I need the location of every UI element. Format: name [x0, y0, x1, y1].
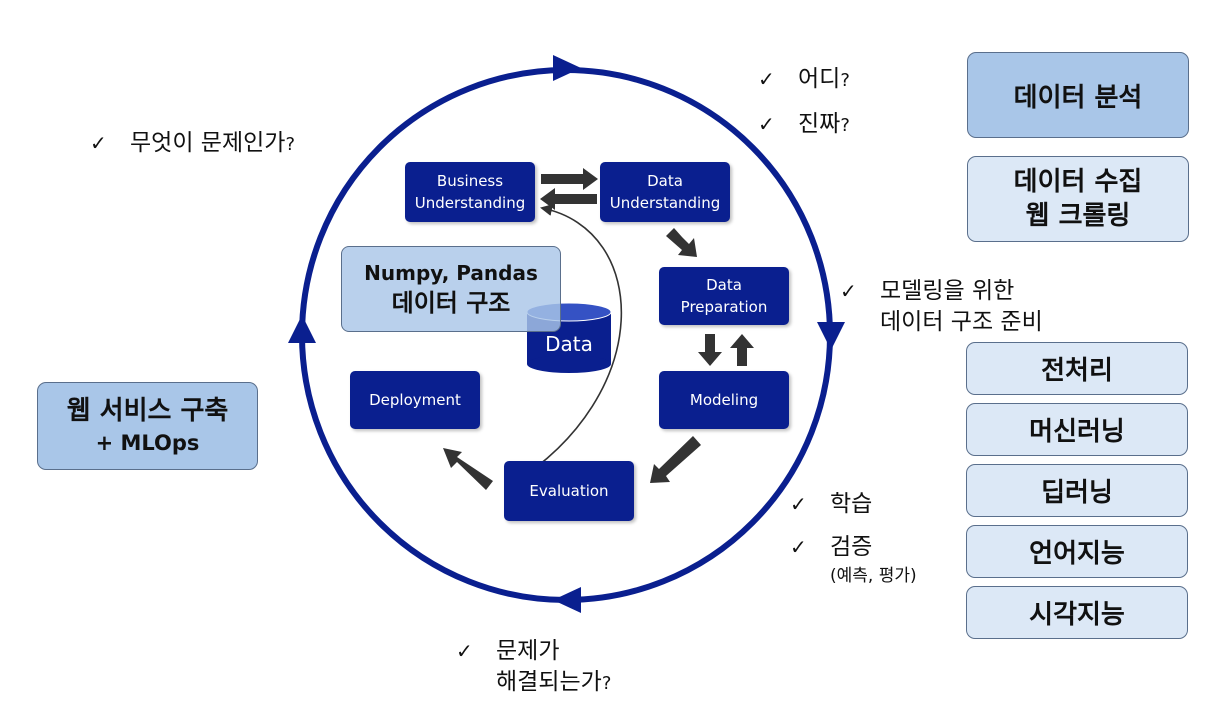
panel-label: 머신러닝 [1029, 417, 1125, 447]
node-data-preparation[interactable]: Data Preparation [659, 267, 789, 325]
note-preparation: ✓ 모델링을 위한 데이터 구조 준비 [840, 276, 1043, 338]
ring-arrowhead-bottom [553, 587, 581, 613]
note-text: 모델링을 위한 [880, 278, 1015, 304]
panel-label: 웹 크롤링 [1025, 201, 1131, 231]
arrow-business-to-data [541, 168, 598, 190]
ring-arrowhead-left [288, 315, 316, 343]
ring-arrowhead-right [817, 322, 845, 350]
ring-arrowhead-top [553, 55, 581, 81]
note-question-mark: ? [601, 673, 612, 694]
panel-machine-learning[interactable]: 머신러닝 [966, 403, 1188, 456]
note-text: 검증 [830, 534, 873, 560]
node-label-line: Data [706, 276, 742, 294]
panel-web-service[interactable]: 웹 서비스 구축 + MLOps [37, 382, 258, 470]
node-modeling[interactable]: Modeling [659, 371, 789, 429]
arrow-modeling-to-evaluation [650, 436, 701, 483]
node-data-understanding[interactable]: Data Understanding [600, 162, 730, 222]
data-store-label: Data [545, 332, 593, 356]
note-real: ✓ 진짜? [758, 109, 850, 141]
panel-label: 데이터 수집 [1013, 167, 1143, 197]
node-business-understanding[interactable]: Business Understanding [405, 162, 535, 222]
check-icon: ✓ [790, 535, 807, 559]
panel-label: 데이터 분석 [1013, 82, 1143, 113]
note-where: ✓ 어디? [758, 64, 850, 96]
library-line-2: 데이터 구조 [391, 289, 511, 317]
panel-language-intelligence[interactable]: 언어지능 [966, 525, 1188, 578]
panel-data-analysis[interactable]: 데이터 분석 [967, 52, 1189, 138]
panel-label: 시각지능 [1029, 600, 1125, 630]
return-curve-arrow [511, 204, 623, 485]
node-label-line: Modeling [689, 391, 759, 409]
check-icon: ✓ [90, 131, 107, 155]
note-question-mark: ? [285, 134, 295, 155]
note-question-mark: ? [840, 115, 850, 136]
node-label-line: Data [647, 172, 683, 190]
note-problem: ✓ 무엇이 문제인가? [90, 128, 295, 160]
arrow-modeling-to-preparation [730, 334, 754, 366]
note-text: 학습 [830, 491, 873, 517]
panel-preprocessing[interactable]: 전처리 [966, 342, 1188, 395]
node-label-line: Deployment [369, 391, 461, 409]
library-box: Numpy, Pandas 데이터 구조 [341, 246, 561, 332]
panel-label: 웹 서비스 구축 [66, 396, 229, 426]
panel-label: 전처리 [1041, 356, 1113, 386]
arrow-data-to-business [540, 188, 597, 210]
note-text: 해결되는가 [496, 669, 602, 695]
panel-data-collection[interactable]: 데이터 수집 웹 크롤링 [967, 156, 1189, 242]
node-label-line: Evaluation [529, 482, 609, 500]
check-icon: ✓ [840, 279, 857, 303]
note-text: 문제가 [496, 638, 560, 664]
node-deployment[interactable]: Deployment [350, 371, 480, 429]
node-label-line: Preparation [680, 298, 768, 316]
check-icon: ✓ [758, 112, 775, 136]
note-text: 진짜 [798, 111, 841, 137]
arrow-evaluation-to-deployment [443, 448, 493, 490]
panel-vision-intelligence[interactable]: 시각지능 [966, 586, 1188, 639]
note-validate: ✓ 검증 (예측, 평가) [790, 532, 917, 589]
node-evaluation[interactable]: Evaluation [504, 461, 634, 521]
node-label-line: Understanding [414, 194, 526, 212]
arrow-understanding-to-preparation [666, 228, 697, 257]
panel-deep-learning[interactable]: 딥러닝 [966, 464, 1188, 517]
note-text: 무엇이 문제인가 [130, 130, 286, 156]
node-label-line: Understanding [609, 194, 721, 212]
panel-label: + MLOps [95, 431, 200, 455]
note-question-mark: ? [840, 70, 850, 91]
check-icon: ✓ [790, 492, 807, 516]
note-text: 데이터 구조 준비 [880, 309, 1043, 335]
library-line-1: Numpy, Pandas [364, 261, 538, 285]
note-text: 어디 [798, 66, 841, 92]
arrow-preparation-to-modeling [698, 334, 722, 366]
panel-label: 언어지능 [1029, 539, 1125, 569]
note-text-line: 해결되는가? [456, 667, 611, 699]
panel-label: 딥러닝 [1041, 478, 1113, 508]
check-icon: ✓ [758, 67, 775, 91]
note-solved: ✓ 문제가 해결되는가? [456, 636, 611, 699]
node-label-line: Business [436, 172, 504, 190]
check-icon: ✓ [456, 639, 473, 663]
note-train: ✓ 학습 [790, 489, 872, 520]
note-subtext: (예측, 평가) [830, 566, 917, 586]
